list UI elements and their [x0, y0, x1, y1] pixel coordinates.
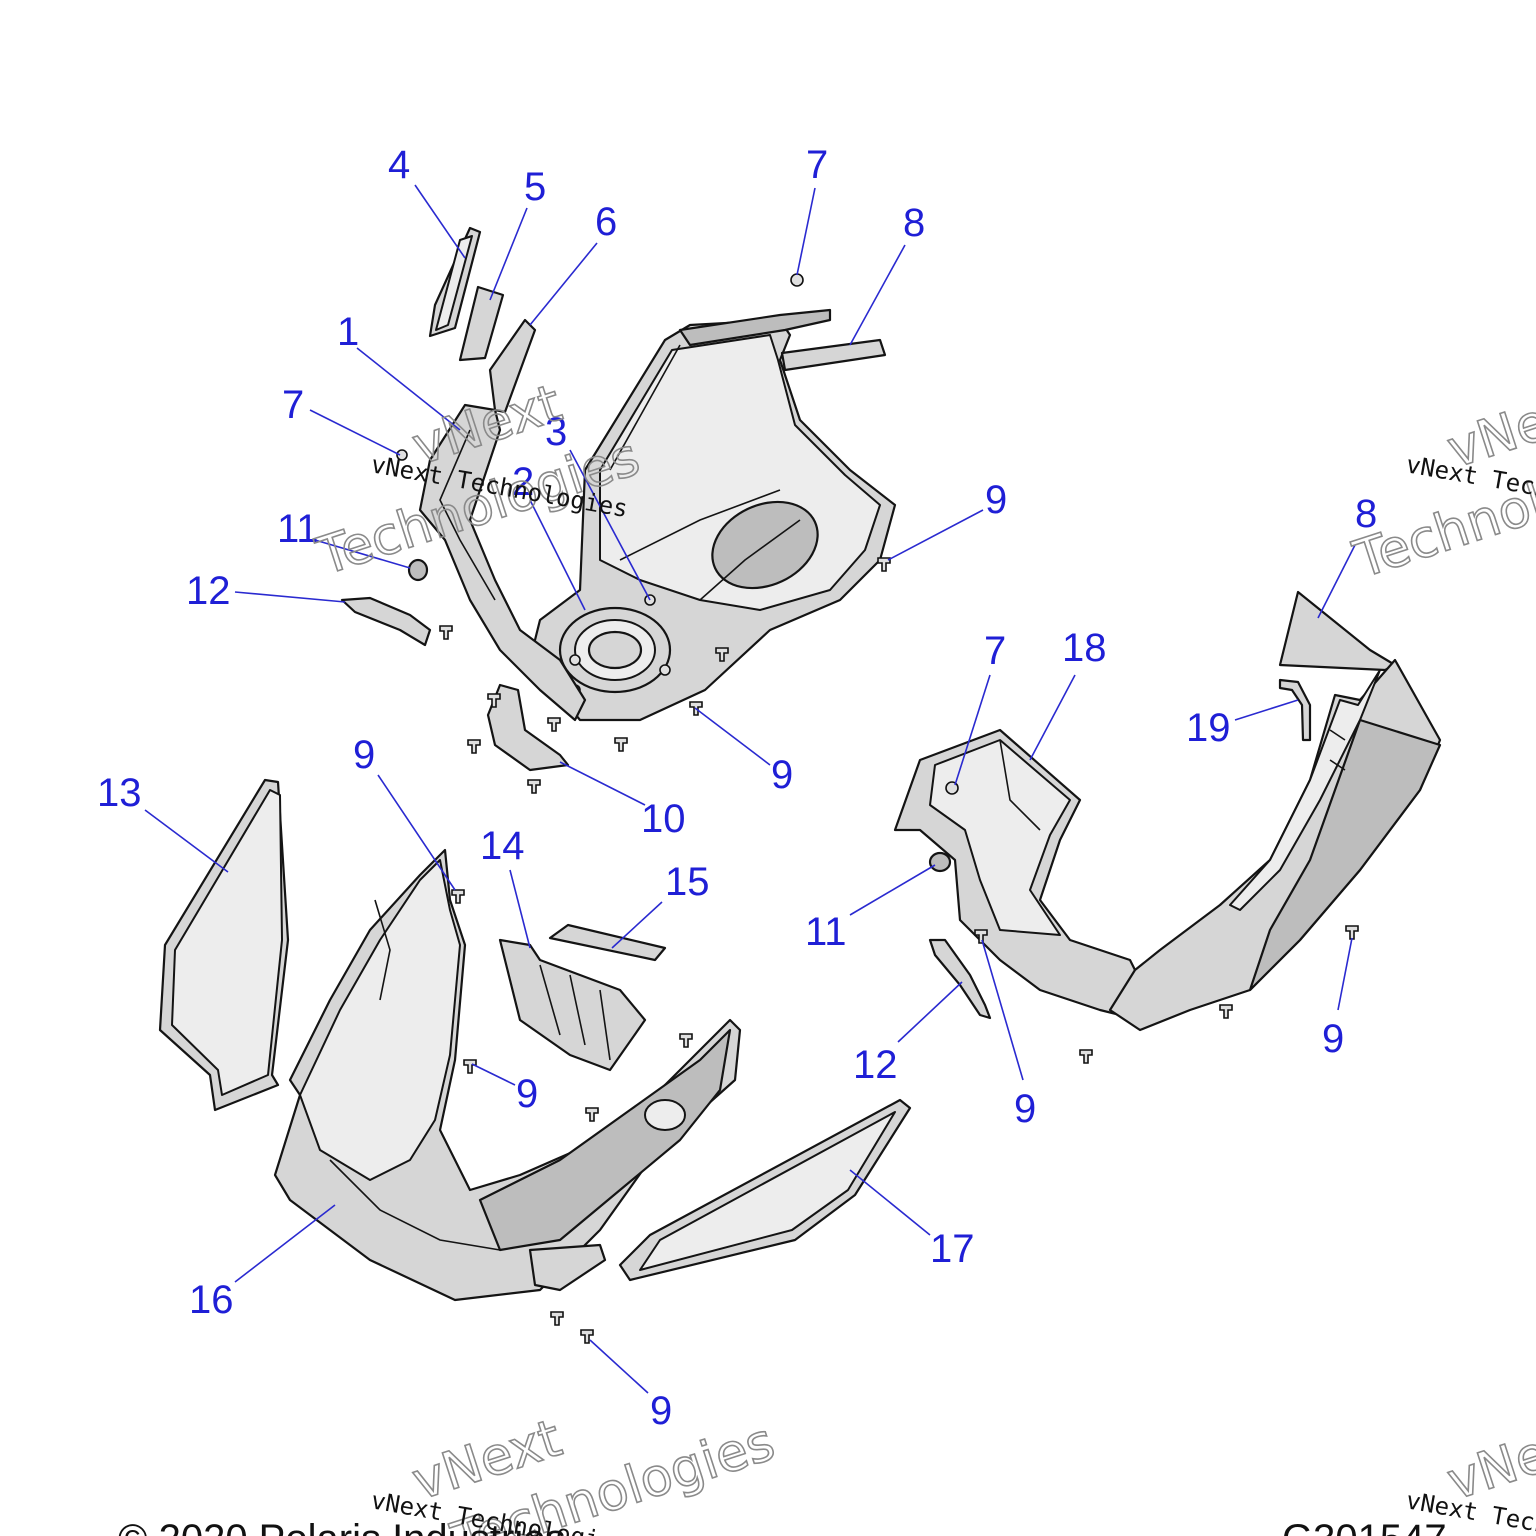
callout-9-f: 9 — [1014, 1087, 1036, 1131]
callout-17: 17 — [930, 1227, 975, 1271]
callout-13: 13 — [97, 771, 142, 815]
footer-copyright: © 2020 Polaris Industries — [118, 1517, 565, 1536]
side-panel-13 — [158, 778, 290, 1112]
frame-bracket — [418, 403, 587, 722]
callout-9-d: 9 — [516, 1072, 538, 1116]
pad-6 — [488, 318, 537, 414]
callout-5: 5 — [524, 165, 546, 209]
callout-9-g: 9 — [1322, 1017, 1344, 1061]
callout-8-top: 8 — [903, 201, 925, 245]
leader-lines — [144, 184, 1356, 1394]
pad-4 — [428, 226, 482, 338]
pad-5 — [458, 285, 505, 362]
panel-8-right — [1278, 590, 1397, 672]
strap-12-right — [928, 938, 992, 1020]
callout-6: 6 — [595, 200, 617, 244]
bracket-14 — [498, 938, 647, 1072]
lower-body-16 — [273, 848, 742, 1302]
callout-numbers: 1 2 3 4 5 6 7 7 7 8 8 9 9 9 9 9 9 9 10 1… — [97, 143, 1377, 1433]
footer-drawing-id: G301547 — [1282, 1517, 1447, 1536]
callout-18: 18 — [1062, 626, 1107, 670]
side-panel-17 — [618, 1098, 912, 1282]
right-tub-18 — [893, 728, 1152, 1022]
callout-19: 19 — [1186, 706, 1231, 750]
watermark-right: vNext Technologies vNext Technologies — [1346, 376, 1536, 592]
callout-7-right: 7 — [984, 629, 1006, 673]
callout-15: 15 — [665, 860, 710, 904]
callout-11-right: 11 — [805, 910, 847, 954]
callout-16: 16 — [189, 1278, 234, 1322]
rod-19 — [1278, 678, 1312, 742]
grommet-11-upper — [407, 558, 429, 582]
callout-9-c: 9 — [353, 733, 375, 777]
callout-9-e: 9 — [650, 1389, 672, 1433]
callout-12-left: 12 — [186, 569, 231, 613]
callout-9-b: 9 — [771, 753, 793, 797]
callout-14: 14 — [480, 824, 525, 868]
callout-1: 1 — [337, 310, 359, 354]
callout-12-right: 12 — [853, 1043, 898, 1087]
strap-12-upper — [340, 596, 432, 647]
right-shell — [1108, 658, 1442, 1032]
callout-7-top: 7 — [806, 143, 828, 187]
callout-11-left: 11 — [277, 507, 319, 551]
strip-8-upper — [780, 338, 887, 372]
footer: © 2020 Polaris Industries G301547 — [118, 1517, 1447, 1536]
callout-2: 2 — [512, 460, 534, 504]
upper-floor-panel — [528, 308, 897, 722]
callout-7-left: 7 — [282, 383, 304, 427]
callout-10: 10 — [641, 797, 686, 841]
fasteners — [396, 273, 1359, 1344]
strip-15 — [548, 923, 667, 962]
callout-9-a: 9 — [985, 478, 1007, 522]
callout-8-right: 8 — [1355, 492, 1377, 536]
callout-4: 4 — [388, 143, 410, 187]
bracket-10 — [486, 683, 570, 772]
callout-3: 3 — [545, 410, 567, 454]
